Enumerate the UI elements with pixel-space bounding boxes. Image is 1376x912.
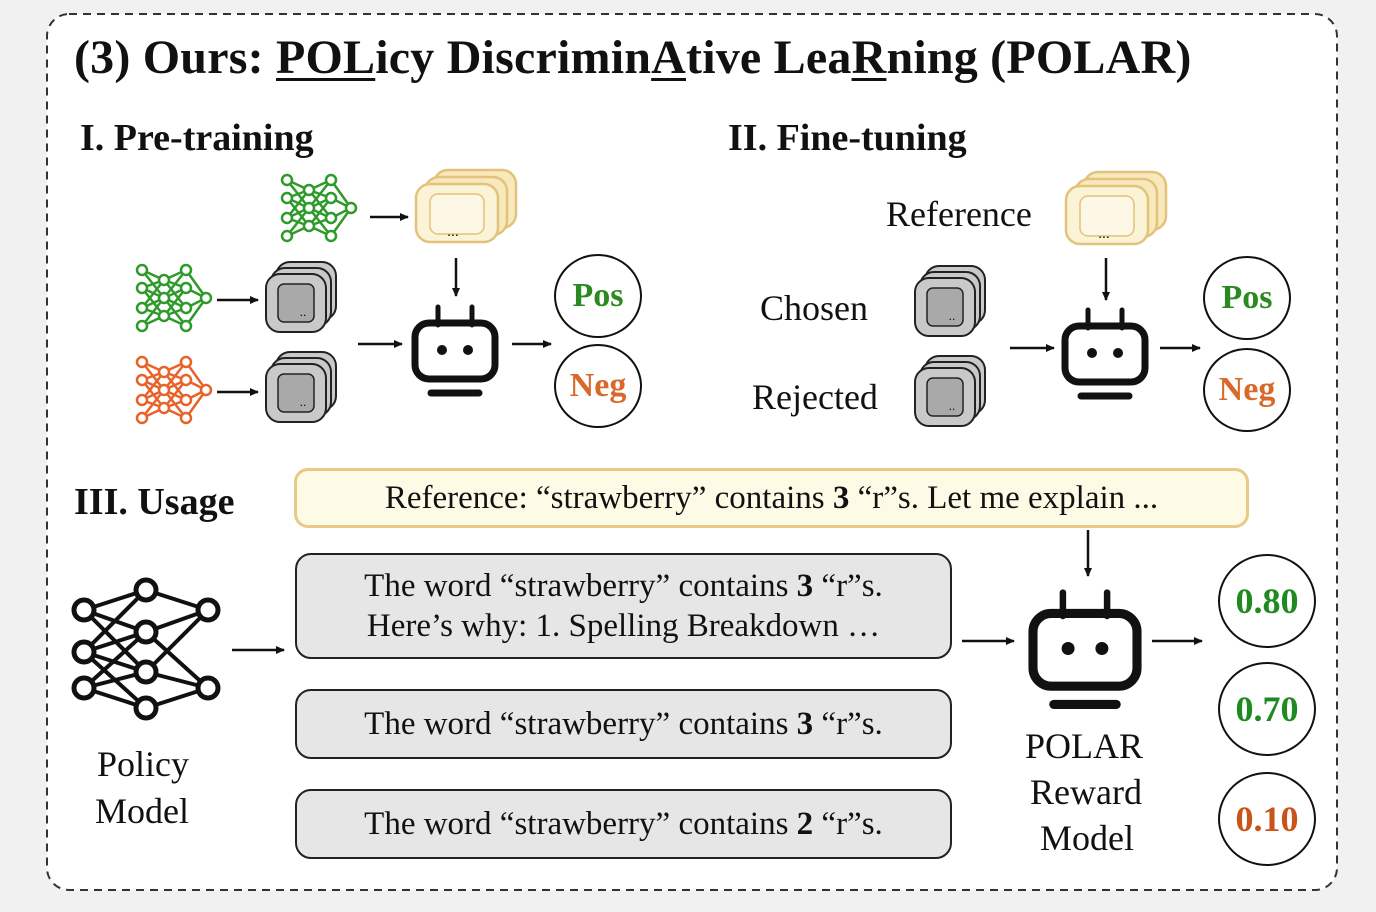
response-2-count: 3 bbox=[796, 706, 814, 742]
rejected-stack-icon bbox=[914, 355, 986, 427]
reference-text-suffix: “r”s. Let me explain ... bbox=[849, 479, 1159, 516]
section-title-pretraining: I. Pre-training bbox=[80, 117, 314, 159]
chosen-label: Chosen bbox=[760, 288, 868, 328]
pos-label-finetune: Pos bbox=[1203, 256, 1291, 340]
neg-label-finetune: Neg bbox=[1203, 348, 1291, 432]
response-2-suffix: “r”s. bbox=[813, 706, 883, 742]
diagram-title: (3) Ours: POLicy DiscriminAtive LeaRning… bbox=[74, 31, 1192, 84]
response-3-text: The word “strawberry” contains bbox=[364, 806, 797, 842]
svg-text:...: ... bbox=[1098, 225, 1110, 241]
reference-stack-icon-pretrain bbox=[414, 168, 518, 244]
score-1: 0.80 bbox=[1218, 554, 1316, 648]
response-box-1: The word “strawberry” contains 3 “r”s. H… bbox=[295, 553, 952, 659]
neg-label-pretrain: Neg bbox=[554, 344, 642, 428]
rejected-label: Rejected bbox=[752, 377, 878, 417]
dashed-frame bbox=[46, 13, 1338, 891]
response-2-text: The word “strawberry” contains bbox=[364, 706, 797, 742]
response-1-line2: Here’s why: 1. Spelling Breakdown … bbox=[366, 608, 881, 644]
pos-label-pretrain: Pos bbox=[554, 254, 642, 338]
response-stack-icon-2 bbox=[265, 351, 337, 423]
svg-text:..: .. bbox=[949, 309, 956, 323]
svg-text:..: .. bbox=[300, 395, 307, 409]
reward-model-label-1: POLAR bbox=[1025, 726, 1144, 766]
response-stack-icon-1 bbox=[265, 261, 337, 333]
svg-text:...: ... bbox=[447, 223, 459, 239]
reference-text-bold: 3 bbox=[832, 479, 850, 516]
policy-network-icon bbox=[71, 577, 221, 721]
chosen-stack-icon bbox=[914, 265, 986, 337]
reward-model-label-2: Reward bbox=[1030, 772, 1142, 812]
score-3: 0.10 bbox=[1218, 772, 1316, 866]
response-1-suffix: “r”s. bbox=[813, 568, 883, 604]
policy-model-label-1: Policy bbox=[97, 744, 190, 784]
response-box-2: The word “strawberry” contains 3 “r”s. bbox=[295, 689, 952, 759]
reference-label: Reference bbox=[886, 194, 1032, 234]
response-3-count: 2 bbox=[796, 806, 814, 842]
svg-text:..: .. bbox=[949, 399, 956, 413]
response-1-text: The word “strawberry” contains bbox=[364, 568, 797, 604]
reference-text-prefix: Reference: “strawberry” contains bbox=[384, 479, 833, 516]
svg-text:..: .. bbox=[300, 305, 307, 319]
response-3-suffix: “r”s. bbox=[813, 806, 883, 842]
response-1-count: 3 bbox=[796, 568, 814, 604]
score-2: 0.70 bbox=[1218, 662, 1316, 756]
section-title-finetuning: II. Fine-tuning bbox=[728, 117, 967, 159]
response-box-3: The word “strawberry” contains 2 “r”s. bbox=[295, 789, 952, 859]
policy-model-label-2: Model bbox=[95, 791, 189, 831]
reference-stack-icon-finetune bbox=[1064, 170, 1168, 246]
reward-model-label-3: Model bbox=[1040, 818, 1134, 858]
section-title-usage: III. Usage bbox=[74, 481, 235, 523]
reference-text-box: Reference: “strawberry” contains 3 “r”s.… bbox=[294, 468, 1249, 528]
